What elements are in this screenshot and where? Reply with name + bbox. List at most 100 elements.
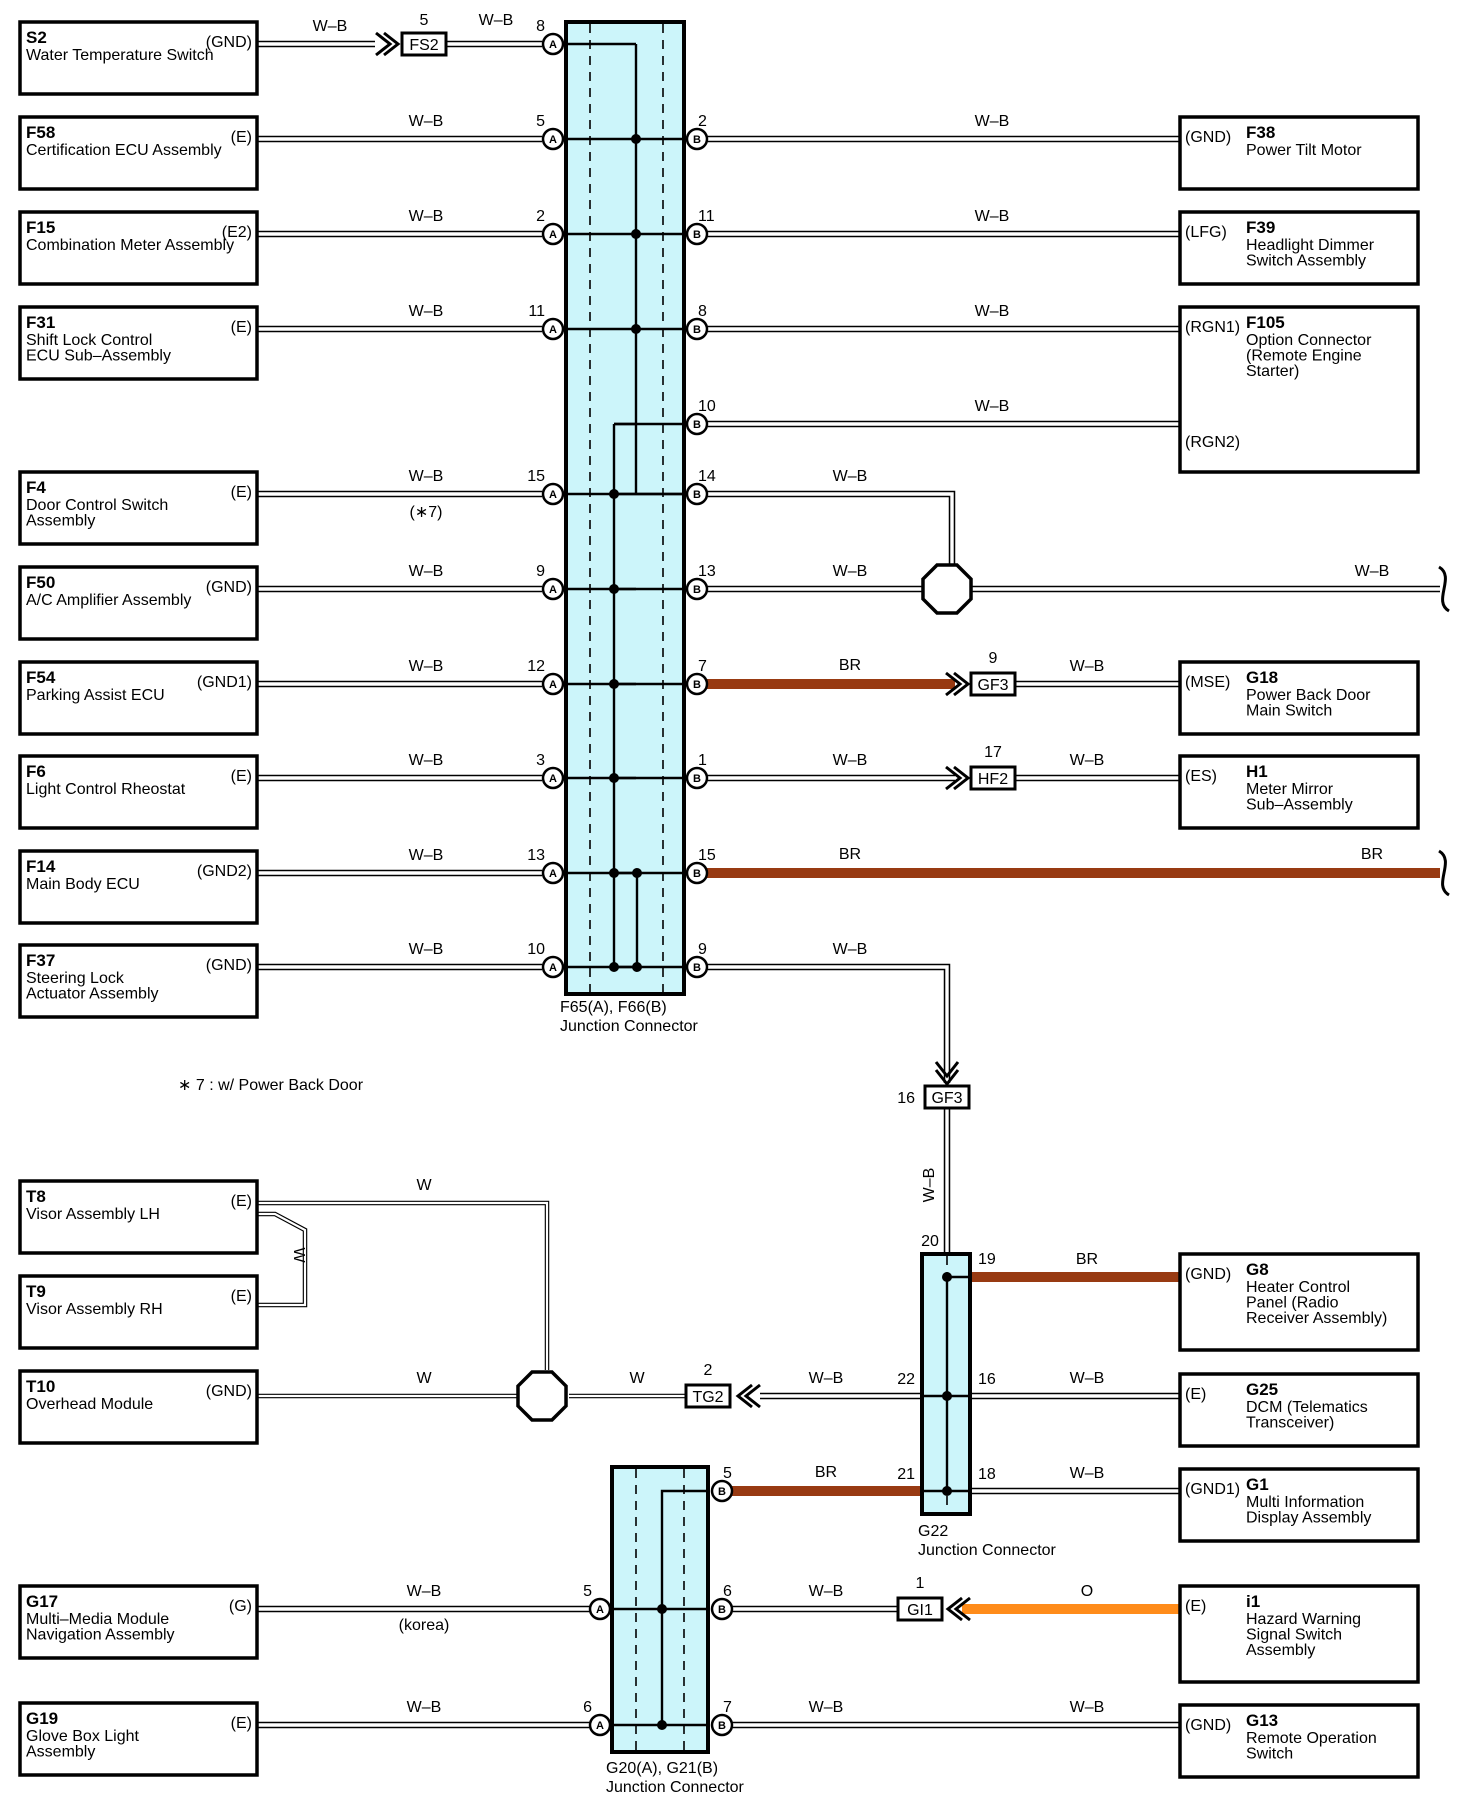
wire-color-label: W xyxy=(290,1247,307,1263)
pin-g21-6-number: 6 xyxy=(723,1583,732,1600)
wire-color-label: O xyxy=(1081,1583,1093,1600)
component-box xyxy=(1178,1252,1420,1352)
component-id: F58 xyxy=(26,123,55,142)
component-id: F39 xyxy=(1246,218,1275,237)
component-box xyxy=(18,565,259,641)
component-box xyxy=(18,849,259,925)
component-box xyxy=(1178,1584,1420,1684)
component-name: (Remote Engine xyxy=(1246,348,1362,365)
connector-chevron xyxy=(743,1383,761,1409)
pin-g22-21: 21 xyxy=(897,1466,915,1483)
pin-b-8-number: 8 xyxy=(698,303,707,320)
pin-a-11-number: 11 xyxy=(528,303,545,320)
wire-color-label: W–B xyxy=(1355,563,1390,580)
component-name: ECU Sub–Assembly xyxy=(26,348,171,365)
wire-color-label: W–B xyxy=(409,303,444,320)
labels-layer: W–BA8W–BA5W–BA2W–BA11W–BA15W–BA9W–BA12W–… xyxy=(178,12,1389,1796)
component-box xyxy=(1178,754,1420,830)
pin-a-5 xyxy=(541,127,565,151)
connector-chevron xyxy=(953,671,971,697)
pin-g21-5 xyxy=(710,1479,734,1503)
wire-joint-octagon xyxy=(921,563,973,615)
connector-chevron xyxy=(945,765,963,791)
component-name: Starter) xyxy=(1246,363,1299,380)
splice-dot xyxy=(632,868,642,878)
connector-chevron xyxy=(934,1069,960,1087)
note-star7: (∗7) xyxy=(410,504,443,521)
splice-dot xyxy=(609,489,619,499)
component-name: Sub–Assembly xyxy=(1246,797,1353,814)
splice-dot xyxy=(609,773,619,783)
component-name: Overhead Module xyxy=(26,1396,153,1413)
pin-g20-5-letter: A xyxy=(596,1604,604,1616)
pin-g20-6-letter: A xyxy=(596,1720,604,1732)
pin-b-7-letter: B xyxy=(693,679,701,691)
wire-t9-core xyxy=(257,1212,307,1307)
pin-g22-18: 18 xyxy=(978,1466,996,1483)
pin-b-2-number: 2 xyxy=(698,113,707,130)
pin-g22-16: 16 xyxy=(978,1371,996,1388)
wire-color-label: BR xyxy=(815,1464,837,1481)
wire-color-label: W–B xyxy=(1070,752,1105,769)
connector-gf3-bottom-label: GF3 xyxy=(931,1090,962,1107)
pin-b-15-letter: B xyxy=(693,868,701,880)
wire-color-label: W–B xyxy=(809,1699,844,1716)
component-id: G18 xyxy=(1246,668,1278,687)
component-id: F4 xyxy=(26,478,46,497)
component-name: Actuator Assembly xyxy=(26,986,159,1003)
pin-b-10-number: 10 xyxy=(698,398,716,415)
terminal-label: (RGN2) xyxy=(1185,434,1240,451)
splice-dot xyxy=(609,962,619,972)
pin-a-11-letter: A xyxy=(549,324,557,336)
pin-a-15-letter: A xyxy=(549,489,557,501)
connector-fs2-pin: 5 xyxy=(420,12,429,29)
terminal-label: (GND) xyxy=(1185,1266,1231,1283)
component-box xyxy=(18,20,259,96)
pin-g22-19: 19 xyxy=(978,1251,996,1268)
wire-color-label: W–B xyxy=(809,1370,844,1387)
terminal-label: (GND) xyxy=(1185,1717,1231,1734)
pin-g20-5 xyxy=(588,1597,612,1621)
component-name: Main Body ECU xyxy=(26,876,140,893)
component-box xyxy=(1178,1467,1420,1543)
pin-a-12 xyxy=(541,672,565,696)
connector-chevron xyxy=(953,1596,971,1622)
component-box xyxy=(1178,210,1420,286)
terminal-label: (E) xyxy=(231,484,252,501)
component-name: Assembly xyxy=(1246,1642,1315,1659)
component-name: Shift Lock Control xyxy=(26,332,152,349)
pin-a-8 xyxy=(541,32,565,56)
wire-color-label: W–B xyxy=(409,563,444,580)
wire-color-label: W–B xyxy=(921,1168,938,1203)
junction-g22-name: G22 xyxy=(918,1523,948,1540)
wire-color-label: W–B xyxy=(833,752,868,769)
wire-color-label: W–B xyxy=(975,303,1010,320)
pin-g21-5-letter: B xyxy=(718,1486,726,1498)
pin-g21-7-letter: B xyxy=(718,1720,726,1732)
component-name: Main Switch xyxy=(1246,703,1332,720)
pin-b-13-letter: B xyxy=(693,584,701,596)
terminal-label: (GND1) xyxy=(197,674,252,691)
component-name: Assembly xyxy=(26,513,95,530)
component-id: F38 xyxy=(1246,123,1275,142)
connector-chevron xyxy=(934,1061,960,1079)
component-box xyxy=(1178,115,1420,191)
splice-dot xyxy=(631,134,641,144)
connector-chevron xyxy=(945,1596,963,1622)
component-id: H1 xyxy=(1246,762,1268,781)
wires-layer xyxy=(257,40,1440,1729)
component-name: DCM (Telematics xyxy=(1246,1399,1368,1416)
splice-dot xyxy=(609,584,619,594)
terminal-label: (E) xyxy=(231,768,252,785)
